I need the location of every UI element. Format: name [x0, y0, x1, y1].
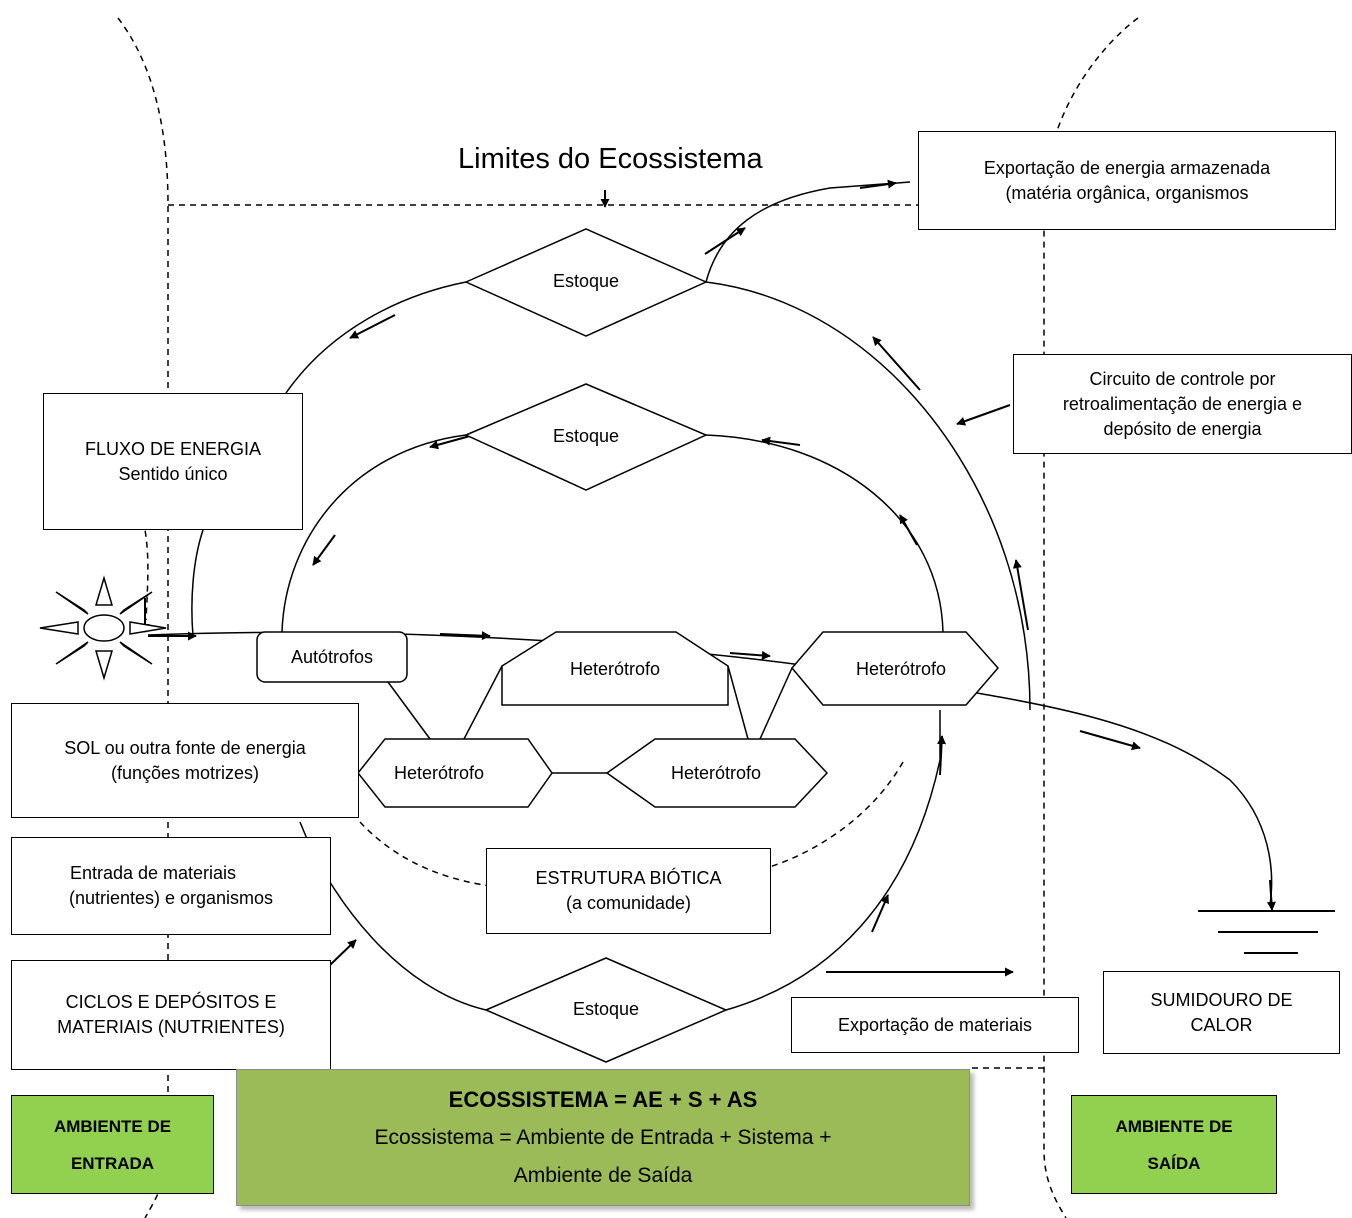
hetero-center-label: Heterótrofo: [569, 658, 661, 679]
trophic-connectors: [387, 665, 793, 774]
stock-mid-shape: [464, 383, 708, 491]
heat-sink-box: SUMIDOURO DE CALOR: [1103, 971, 1340, 1054]
diagram-title: Limites do Ecossistema: [458, 143, 763, 175]
export-energy-box: Exportação de energia armazenada (matéri…: [918, 131, 1336, 230]
hetero-right-shape: [791, 631, 999, 706]
sun-source-line-1: SOL ou outra fonte de energia: [64, 737, 306, 758]
stock-bottom-label: Estoque: [572, 998, 640, 1019]
materials-input-line-1: Entrada de materiais: [69, 863, 237, 883]
formula-line-1: Ecossistema = Ambiente de Entrada + Sist…: [374, 1125, 832, 1149]
heat-sink-line-1: SUMIDOURO DE: [1150, 989, 1293, 1010]
feedback-circuit-box: Circuito de controle por retroalimentaçã…: [1013, 354, 1352, 454]
sun-icon: [39, 575, 167, 681]
input-environment-box: AMBIENTE DE ENTRADA: [11, 1095, 214, 1194]
biotic-structure-box: ESTRUTURA BIÓTICA (a comunidade): [486, 848, 771, 934]
formula-box: ECOSSISTEMA = AE + S + AS Ecossistema = …: [236, 1069, 970, 1206]
stock-mid-label: Estoque: [552, 425, 620, 446]
autotrophs-shape: [256, 631, 408, 683]
stock-bottom-shape: [484, 957, 728, 1063]
export-energy-line-1: Exportação de energia armazenada: [983, 157, 1271, 178]
cycles-line-1: CICLOS E DEPÓSITOS E: [65, 992, 277, 1012]
feedback-circuit-line-3: depósito de energia: [1103, 418, 1262, 439]
stock-top-shape: [464, 228, 708, 337]
energy-flow-line-1: FLUXO DE ENERGIA: [84, 438, 262, 459]
hetero-shapes: [357, 631, 999, 808]
heat-sink-line-2: CALOR: [1190, 1014, 1253, 1035]
export-materials-line-1: Exportação de materiais: [837, 1014, 1033, 1035]
feedback-circuit-line-1: Circuito de controle por: [1089, 368, 1276, 389]
export-materials-box: Exportação de materiais: [791, 997, 1079, 1053]
arrows: [140, 179, 1276, 977]
output-environment-box: AMBIENTE DE SAÍDA: [1071, 1095, 1277, 1194]
biotic-line-1: ESTRUTURA BIÓTICA: [535, 868, 722, 888]
feedback-circuit-line-2: retroalimentação de energia e: [1062, 393, 1303, 414]
stock-top-label: Estoque: [552, 270, 620, 291]
hetero-left-low-label: Heterótrofo: [393, 762, 485, 783]
cycles-box: CICLOS E DEPÓSITOS E MATERIAIS (NUTRIENT…: [11, 960, 331, 1070]
ecosystem-boundary: [117, 17, 1139, 1218]
formula-line-2: Ambiente de Saída: [513, 1163, 693, 1187]
ground-icon: [1198, 910, 1335, 954]
output-environment-line-2: SAÍDA: [1147, 1153, 1201, 1173]
energy-flow-line-2: Sentido único: [118, 463, 228, 484]
cycles-line-2: MATERIAIS (NUTRIENTES): [57, 1017, 285, 1037]
export-energy-line-2: (matéria orgânica, organismos: [1005, 182, 1249, 203]
sun-source-box: SOL ou outra fonte de energia (funções m…: [11, 703, 359, 818]
inner-cycle: [281, 434, 944, 633]
autotrophs-label: Autótrofos: [290, 646, 374, 667]
formula-title: ECOSSISTEMA = AE + S + AS: [448, 1086, 758, 1112]
hetero-right-label: Heterótrofo: [855, 658, 947, 679]
stock-shapes: [464, 228, 728, 1063]
output-environment-line-1: AMBIENTE DE: [1115, 1116, 1233, 1136]
hetero-left-low-shape: [357, 738, 553, 808]
input-environment-line-2: ENTRADA: [70, 1153, 155, 1173]
hetero-mid-low-shape: [605, 738, 829, 808]
sun-source-line-2: (funções motrizes): [110, 762, 260, 783]
energy-flow-box: FLUXO DE ENERGIA Sentido único: [43, 393, 303, 530]
hetero-center-shape: [501, 631, 729, 706]
biotic-line-2: (a comunidade): [565, 893, 692, 913]
input-environment-line-1: AMBIENTE DE: [53, 1116, 172, 1136]
materials-input-box: Entrada de materiais (nutrientes) e orga…: [11, 837, 331, 935]
materials-input-line-2: (nutrientes) e organismos: [68, 888, 274, 908]
hetero-mid-low-label: Heterótrofo: [670, 762, 762, 783]
